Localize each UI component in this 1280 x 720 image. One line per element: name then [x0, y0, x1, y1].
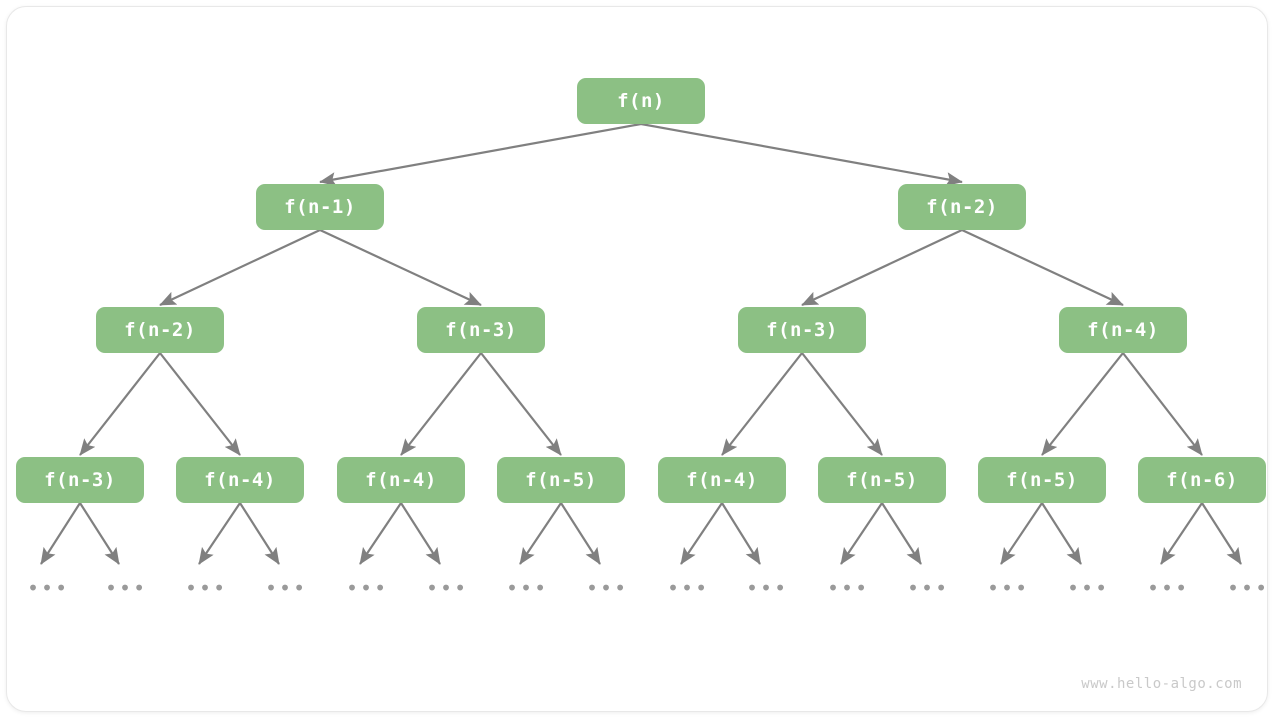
tree-node-n10[interactable]: f(n-5) — [497, 457, 625, 503]
ellipsis-1: ••• — [105, 576, 148, 600]
ellipsis-0: ••• — [27, 576, 70, 600]
leaf-stub-arrows — [40, 502, 1242, 565]
ellipsis-10: ••• — [827, 576, 870, 600]
ellipsis-2: ••• — [185, 576, 228, 600]
edge-n2-to-n6 — [961, 229, 1124, 306]
edge-n0-to-n1 — [319, 122, 642, 187]
leaf-stub-edge-5 — [400, 502, 441, 565]
watermark: www.hello-algo.com — [1081, 676, 1242, 692]
ellipsis-14: ••• — [1147, 576, 1190, 600]
edge-n6-to-n14 — [1122, 352, 1203, 456]
edge-n4-to-n9 — [400, 352, 482, 456]
ellipsis-3: ••• — [265, 576, 308, 600]
ellipsis-15: ••• — [1227, 576, 1270, 600]
leaf-stub-edge-0 — [40, 502, 81, 565]
tree-edges — [79, 122, 1203, 456]
tree-node-n2[interactable]: f(n-2) — [898, 184, 1026, 230]
edge-n6-to-n13 — [1041, 352, 1124, 456]
edge-n4-to-n10 — [480, 352, 562, 456]
edge-n3-to-n7 — [79, 352, 161, 456]
ellipsis-12: ••• — [987, 576, 1030, 600]
tree-node-n3[interactable]: f(n-2) — [96, 307, 224, 353]
tree-node-n1[interactable]: f(n-1) — [256, 184, 384, 230]
leaf-stub-edge-3 — [239, 502, 280, 565]
edge-n5-to-n12 — [801, 352, 883, 456]
tree-node-n9[interactable]: f(n-4) — [337, 457, 465, 503]
ellipsis-7: ••• — [586, 576, 629, 600]
ellipsis-8: ••• — [667, 576, 710, 600]
tree-node-n4[interactable]: f(n-3) — [417, 307, 545, 353]
leaf-stub-edge-12 — [1000, 502, 1043, 565]
tree-node-n11[interactable]: f(n-4) — [658, 457, 786, 503]
leaf-stub-edge-2 — [198, 502, 241, 565]
leaf-stub-edge-1 — [79, 502, 120, 565]
leaf-stub-edge-10 — [840, 502, 883, 565]
leaf-stub-edge-9 — [721, 502, 761, 565]
tree-node-n12[interactable]: f(n-5) — [818, 457, 946, 503]
edge-n5-to-n11 — [721, 352, 803, 456]
leaf-stub-edge-6 — [519, 502, 562, 565]
tree-node-n14[interactable]: f(n-6) — [1138, 457, 1266, 503]
edge-n3-to-n8 — [159, 352, 241, 456]
leaf-stub-edge-15 — [1201, 502, 1242, 565]
ellipsis-13: ••• — [1067, 576, 1110, 600]
leaf-stub-edge-8 — [680, 502, 723, 565]
tree-node-n0[interactable]: f(n) — [577, 78, 705, 124]
tree-node-n13[interactable]: f(n-5) — [978, 457, 1106, 503]
ellipsis-9: ••• — [746, 576, 789, 600]
ellipsis-11: ••• — [907, 576, 950, 600]
ellipsis-6: ••• — [506, 576, 549, 600]
tree-node-n6[interactable]: f(n-4) — [1059, 307, 1187, 353]
ellipsis-5: ••• — [426, 576, 469, 600]
ellipsis-4: ••• — [346, 576, 389, 600]
leaf-stub-edge-4 — [359, 502, 402, 565]
tree-node-n7[interactable]: f(n-3) — [16, 457, 144, 503]
leaf-stub-edge-13 — [1041, 502, 1082, 565]
edge-n1-to-n3 — [159, 229, 321, 306]
leaf-stub-edge-7 — [560, 502, 601, 565]
leaf-stub-edge-11 — [881, 502, 922, 565]
edge-n0-to-n2 — [640, 122, 963, 187]
tree-node-n8[interactable]: f(n-4) — [176, 457, 304, 503]
edge-n1-to-n4 — [319, 229, 482, 306]
leaf-stub-edge-14 — [1160, 502, 1203, 565]
tree-node-n5[interactable]: f(n-3) — [738, 307, 866, 353]
edge-n2-to-n5 — [801, 229, 963, 306]
